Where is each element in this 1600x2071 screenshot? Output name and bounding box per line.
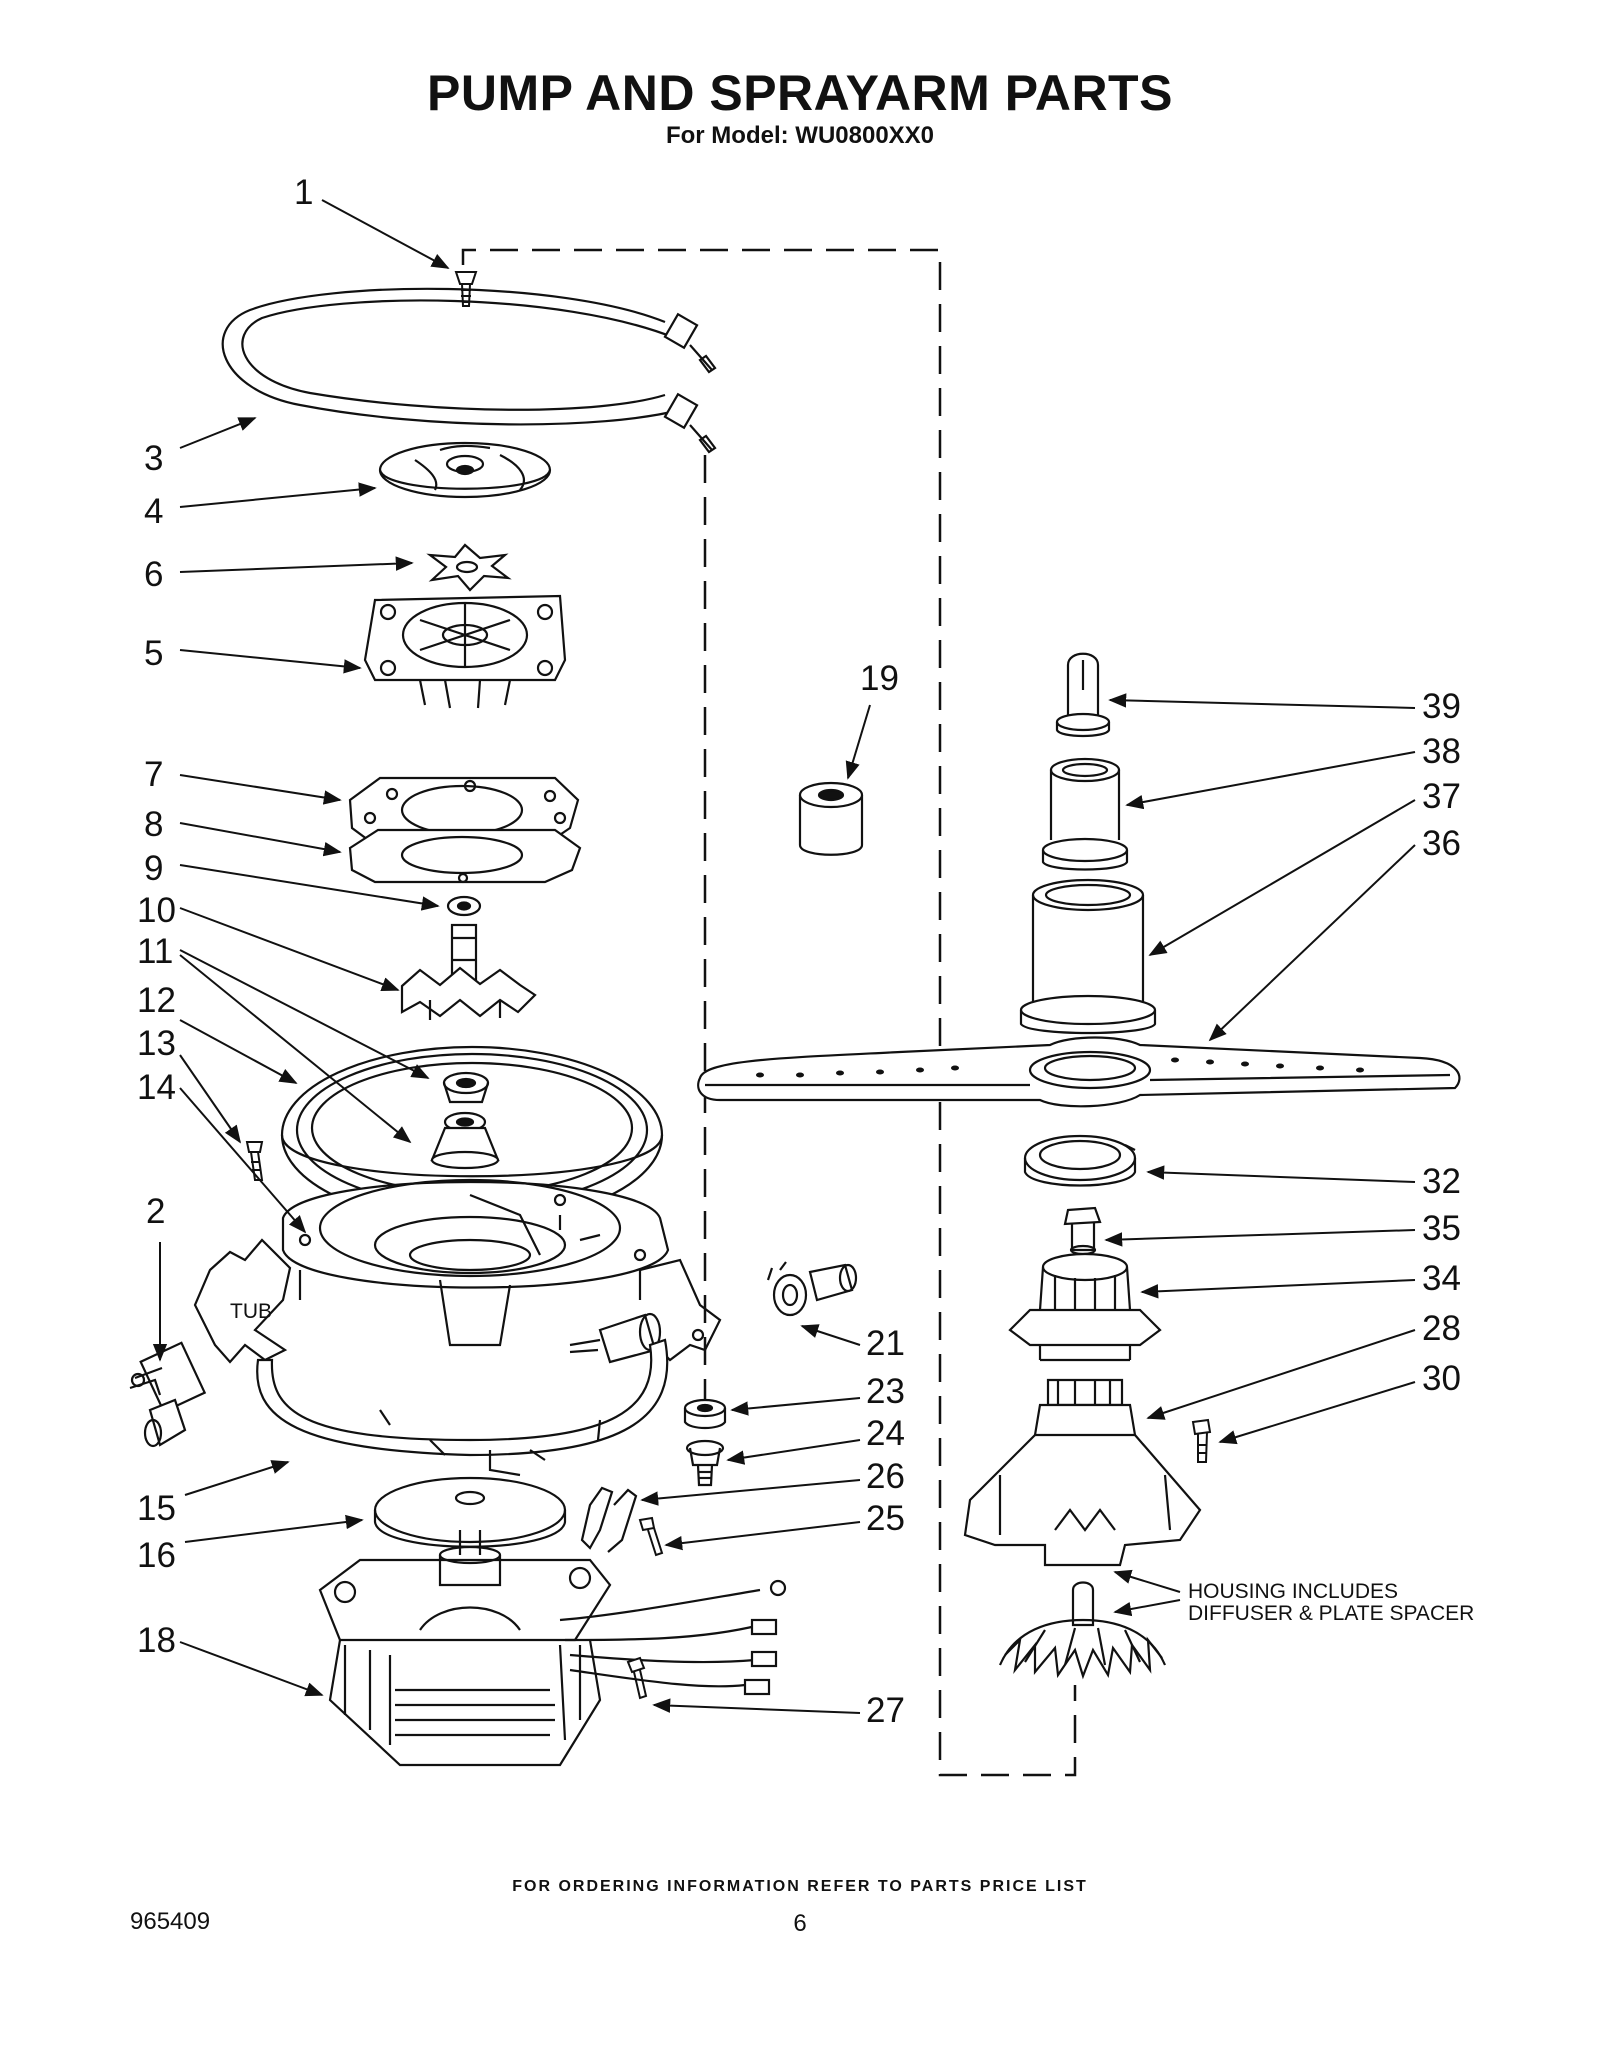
callout-12: 12 [137, 981, 176, 1020]
callout-37: 37 [1422, 777, 1461, 816]
callout-15: 15 [137, 1489, 176, 1528]
part-21-clamp [766, 1261, 858, 1317]
callout-30: 30 [1422, 1359, 1461, 1398]
part-27-screw [626, 1656, 648, 1700]
part-15-lower-ring [256, 1338, 669, 1477]
part-36-spray-arm [697, 1036, 1461, 1108]
tub-label: TUB [230, 1300, 272, 1323]
part-6-star-seal [426, 543, 512, 592]
part-23-grommet [683, 1398, 727, 1430]
callout-9: 9 [144, 849, 163, 888]
part-16-motor-plate [373, 1476, 567, 1548]
part-2-valve [129, 1341, 207, 1448]
callout-28: 28 [1422, 1309, 1461, 1348]
assembly-guide-lines [461, 248, 1077, 1777]
callout-5: 5 [144, 634, 163, 673]
callout-4: 4 [144, 492, 163, 531]
callout-39: 39 [1422, 687, 1461, 726]
part-32-ring [1023, 1134, 1137, 1187]
callout-14: 14 [137, 1068, 176, 1107]
leader-lines [152, 199, 1416, 1714]
callout-35: 35 [1422, 1209, 1461, 1248]
part-34-tower-base [1008, 1252, 1162, 1362]
part-10-impeller [400, 923, 537, 1020]
callout-23: 23 [866, 1372, 905, 1411]
callout-19: 19 [860, 659, 899, 698]
callout-8: 8 [144, 805, 163, 844]
callout-32: 32 [1422, 1162, 1461, 1201]
callout-21: 21 [866, 1324, 905, 1363]
drain-tube [569, 1312, 662, 1364]
callout-27: 27 [866, 1691, 905, 1730]
part-7-pump-plate [348, 776, 580, 847]
housing-note-line1: HOUSING INCLUDES [1188, 1580, 1398, 1603]
callout-10: 10 [137, 891, 176, 930]
page-number: 6 [793, 1910, 807, 1937]
callout-24: 24 [866, 1414, 905, 1453]
housing-note-line2: DIFFUSER & PLATE SPACER [1188, 1602, 1474, 1625]
model-subtitle: For Model: WU0800XX0 [665, 122, 935, 149]
part-3-heating-element [221, 287, 717, 454]
callout-13: 13 [137, 1024, 176, 1063]
part-26-clip [580, 1486, 638, 1553]
part-25-screw [638, 1516, 664, 1557]
callout-26: 26 [866, 1457, 905, 1496]
callout-3: 3 [144, 439, 163, 478]
callout-1: 1 [294, 173, 313, 212]
part-37-tube [1019, 878, 1157, 1035]
callout-7: 7 [144, 755, 163, 794]
ordering-note: FOR ORDERING INFORMATION REFER TO PARTS … [512, 1878, 1088, 1895]
part-8-gasket [348, 828, 582, 884]
part-13-screw [245, 1141, 264, 1181]
callout-25: 25 [866, 1499, 905, 1538]
part-9-seal [446, 895, 482, 917]
part-39-spray-tip [1055, 652, 1111, 738]
part-30-screw [1191, 1418, 1212, 1463]
callout-6: 6 [144, 555, 163, 594]
callout-11: 11 [137, 932, 173, 971]
callout-34: 34 [1422, 1259, 1461, 1298]
part-35-nut [1063, 1206, 1102, 1256]
part-5-pump-housing [363, 594, 567, 709]
part-18-motor [318, 1530, 787, 1767]
part-11-grommets [430, 1071, 500, 1170]
part-19-spacer [798, 781, 864, 856]
callout-16: 16 [137, 1536, 176, 1575]
part-38-tower [1041, 757, 1129, 871]
page-title: PUMP AND SPRAYARM PARTS [427, 65, 1173, 121]
callout-numbers: 1 2 3 4 5 6 7 8 9 10 11 12 13 14 15 16 1… [137, 173, 1461, 1730]
callout-2: 2 [146, 1192, 165, 1231]
callout-38: 38 [1422, 732, 1461, 771]
filter-brush [998, 1581, 1167, 1680]
part-4-chopper-disk [378, 441, 552, 499]
part-14-sump [281, 1178, 670, 1347]
callout-18: 18 [137, 1621, 176, 1660]
callout-36: 36 [1422, 824, 1461, 863]
document-number: 965409 [130, 1908, 211, 1935]
part-24-fitting [685, 1439, 725, 1487]
part-28-housing [963, 1378, 1202, 1567]
tub-cutout [193, 1238, 722, 1364]
